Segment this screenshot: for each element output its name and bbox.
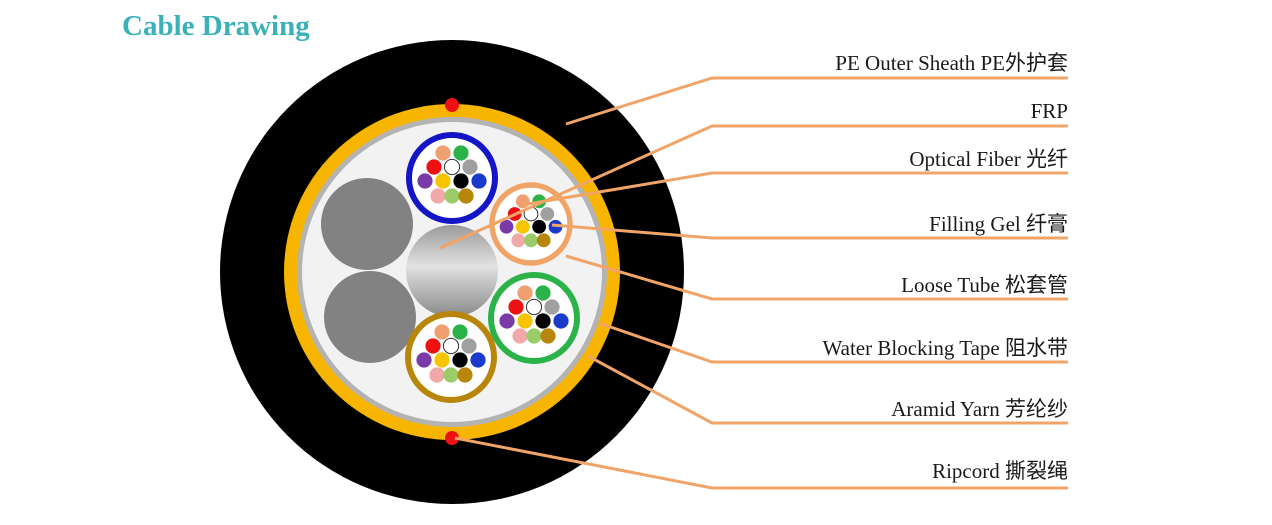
optical-fiber (434, 324, 450, 340)
leader-line (551, 223, 1068, 240)
label-optical-fiber: Optical Fiber 光纤 (909, 147, 1068, 171)
ripcord-top (445, 98, 459, 112)
optical-fiber (461, 338, 477, 354)
optical-fiber (499, 313, 515, 329)
optical-fiber (452, 352, 468, 368)
filler-rod-top (321, 178, 413, 270)
cable-body (220, 40, 684, 504)
leader-line (439, 124, 1068, 250)
leader-line (565, 254, 1068, 301)
label-ripcord: Ripcord 撕裂绳 (932, 459, 1068, 483)
optical-fiber (443, 367, 459, 383)
optical-fiber (417, 173, 433, 189)
optical-fiber (429, 367, 445, 383)
optical-fiber (435, 145, 451, 161)
optical-fiber (540, 328, 556, 344)
leader-line (454, 436, 1068, 490)
optical-fiber (544, 299, 560, 315)
optical-fiber (526, 328, 542, 344)
leader-line (521, 171, 1068, 207)
optical-fiber (462, 159, 478, 175)
optical-fiber (540, 207, 555, 221)
optical-fiber (416, 352, 432, 368)
optical-fiber (426, 159, 442, 175)
optical-fiber (425, 338, 441, 354)
label-aramid-yarn: Aramid Yarn 芳纶纱 (891, 397, 1068, 421)
optical-fiber (444, 188, 460, 204)
label-water-blocking-tape: Water Blocking Tape 阻水带 (823, 336, 1068, 360)
optical-fiber (532, 219, 547, 234)
optical-fiber (452, 324, 468, 340)
optical-fiber (430, 188, 446, 204)
optical-fiber (535, 285, 551, 301)
optical-fiber (434, 352, 450, 368)
optical-fiber (458, 188, 474, 204)
loose-tube (405, 311, 497, 403)
optical-fiber (515, 219, 530, 234)
optical-fiber (511, 233, 526, 248)
leader-line (565, 76, 1068, 126)
label-filling-gel: Filling Gel 纤膏 (929, 212, 1068, 236)
optical-fiber (457, 367, 473, 383)
label-frp: FRP (1031, 99, 1068, 123)
optical-fiber (443, 158, 461, 176)
label-loose-tube: Loose Tube 松套管 (901, 273, 1068, 297)
loose-tubes (405, 132, 580, 403)
optical-fiber (536, 233, 551, 248)
frp-strength-member (406, 225, 498, 317)
optical-fiber (512, 328, 528, 344)
optical-fiber (470, 352, 486, 368)
callout-leaders (439, 76, 1068, 490)
leader-line (587, 354, 1068, 425)
filler-rod-bottom (324, 271, 416, 363)
optical-fiber (435, 173, 451, 189)
optical-fiber (453, 145, 469, 161)
ripcord-bottom (445, 431, 459, 445)
optical-fiber (517, 285, 533, 301)
optical-fiber (499, 219, 514, 234)
loose-tube (406, 132, 498, 224)
optical-fiber (442, 337, 460, 355)
loose-tube (488, 272, 580, 364)
leader-line (598, 321, 1068, 364)
label-pe-outer-sheath: PE Outer Sheath PE外护套 (835, 51, 1068, 75)
optical-fiber (553, 313, 569, 329)
optical-fiber (525, 298, 543, 316)
optical-fiber (508, 299, 524, 315)
optical-fiber (471, 173, 487, 189)
optical-fiber (535, 313, 551, 329)
optical-fiber (524, 233, 538, 248)
optical-fiber (517, 313, 533, 329)
page-title: Cable Drawing (122, 10, 310, 42)
callout-labels: PE Outer Sheath PE外护套 FRP Optical Fiber … (823, 51, 1068, 483)
optical-fiber (453, 173, 469, 189)
